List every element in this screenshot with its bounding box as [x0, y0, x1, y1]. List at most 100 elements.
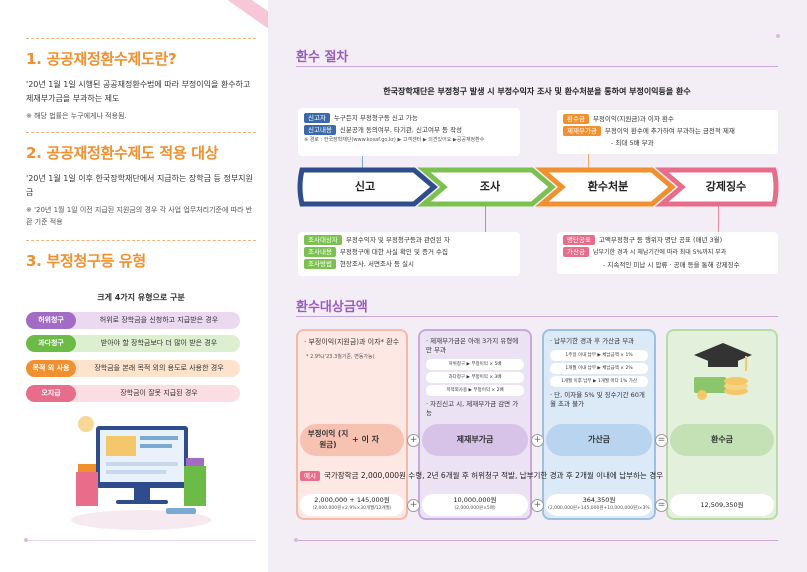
equals-icon: = [655, 499, 668, 512]
dispose-extra: - 최대 5배 부과 [611, 139, 654, 147]
type-row: 허위청구 허위로 장학금을 신청하고 지급받은 경우 [26, 312, 240, 329]
type-tag: 과다청구 [26, 335, 76, 352]
plus-icon: + [531, 499, 544, 512]
step-report: 신고 [354, 180, 376, 193]
plus-icon: + [531, 434, 544, 447]
additional-row: 1개월 이내 납부 ▶ 체납금액 × 2% [550, 363, 648, 374]
plus-icon: + [407, 499, 420, 512]
pill-penalty: 제재부가금 [422, 424, 528, 456]
section-divider [26, 240, 256, 241]
investigate-label: 조사내용 [304, 247, 336, 257]
investigate-text: 부정청구에 대한 사실 확인 및 증거 수집 [339, 248, 448, 256]
enforce-label: 가산금 [563, 247, 589, 257]
section2-note: ※ '20년 1월 1일 이전 지급된 지원금의 경우 각 사업 업무처리기준에… [26, 206, 253, 226]
section1-body: '20년 1월 1일 시행된 공공재정환수법에 따라 부정이익을 환수하고 제재… [26, 80, 251, 103]
types-heading: 크게 4가지 유형으로 구분 [97, 293, 185, 302]
card-additional-extra: · 단, 이자율 5% 및 징수기간 60개월 초과 불가 [550, 391, 645, 408]
section1-title: 1. 공공재정환수제도란? [26, 50, 177, 68]
bottom-dot [24, 538, 28, 542]
result-main: 364,350원 [582, 496, 616, 504]
result-sub: (2,000,000원×2.9%×30개월/12개월) [312, 506, 392, 511]
additional-row: 1주일 이내 납부 ▶ 체납금액 × 1% [550, 350, 648, 361]
result-principal: 2,000,000 + 145,000원 (2,000,000원×2.9%×30… [300, 494, 404, 516]
enforce-label: 명단공표 [563, 235, 595, 245]
section-divider [26, 38, 256, 39]
penalty-row: 목적외사용 ▶ 부정이익 × 2배 [426, 385, 524, 396]
type-desc: 장학금이 잘못 지급된 경우 [120, 389, 198, 397]
pill-interest-label: + 이 자 [352, 435, 379, 444]
card-penalty-text: · 제재부가금은 아래 3가지 유형에만 부과 [426, 337, 519, 354]
report-text: 신분공개 동의여부, 타기관, 신고여부 등 작성 [339, 126, 463, 134]
enforce-text: 납부기한 경과 시 체납기간에 따라 최대 5%까지 부과 [592, 249, 727, 256]
example-text: 국가장학금 2,000,000원 수령, 2년 6개월 후 허위청구 적발, 납… [323, 471, 663, 480]
bottom-line-right [296, 540, 778, 541]
plus-icon: + [407, 434, 420, 447]
connector [718, 204, 719, 234]
card-principal-note: * 2.9%('23.3월기준, 변동가능) [306, 354, 375, 360]
result-sub: (2,000,000원+145,000원+10,000,000원)×3% [548, 506, 650, 511]
top-dot [776, 34, 780, 38]
result-additional: 364,350원 (2,000,000원+145,000원+10,000,000… [546, 494, 652, 516]
section1-note: ※ 해당 법률은 누구에게나 적용됨. [26, 112, 127, 120]
dispose-text: 부정이익 환수에 추가하여 부과하는 금전적 제재 [604, 127, 735, 135]
section2-title: 2. 공공재정환수제도 적용 대상 [26, 144, 219, 162]
enforce-extra: - 지속적인 미납 시 압류 · 공매 등을 통해 강제징수 [603, 261, 740, 269]
investigate-text: 부정수익자 및 부정청구등과 관련된 자 [345, 236, 450, 244]
type-row: 오지급 장학금이 잘못 지급된 경우 [26, 385, 240, 402]
section-divider [26, 132, 256, 133]
pill-total: 환수금 [670, 424, 774, 456]
dispose-text: 부정이익(지원금)과 이자 환수 [592, 115, 674, 123]
study-illustration [71, 416, 211, 530]
type-desc: 받아야 할 장학금보다 더 많이 받은 경우 [100, 339, 218, 347]
report-text: 누구든지 부정청구등 신고 가능 [333, 114, 418, 122]
equals-icon: = [655, 434, 668, 447]
penalty-row: 허위청구 ▶ 부정이익 × 5배 [426, 359, 524, 370]
type-row: 목적 외 사용 장학금을 본래 목적 외의 용도로 사용한 경우 [26, 360, 240, 377]
dispose-label: 환수금 [563, 114, 589, 124]
enforce-text: 고액부정청구 등 행위자 명단 공표 (매년 3월) [598, 236, 723, 244]
investigate-label: 조사대상자 [304, 235, 342, 245]
result-total: 12,509,350원 [670, 494, 774, 516]
dispose-label: 제재부가금 [563, 126, 601, 136]
investigate-label: 조사방법 [304, 259, 336, 269]
type-tag: 목적 외 사용 [26, 360, 76, 377]
section2-body: '20년 1월 1일 이후 한국장학재단에서 지급하는 장학금 등 정부지원금 [26, 174, 253, 197]
type-desc: 장학금을 본래 목적 외의 용도로 사용한 경우 [94, 364, 224, 372]
bottom-line [26, 540, 256, 541]
connector [362, 156, 363, 170]
investigate-text: 현장조사, 서면조사 등 실시 [339, 260, 414, 268]
report-label: 신고내용 [304, 125, 336, 135]
card-additional-text: · 납부기한 경과 후 가산금 부과 [550, 337, 635, 345]
penalty-row: 과다청구 ▶ 부정이익 × 3배 [426, 372, 524, 383]
connector [588, 154, 589, 170]
example-tag: 예시 [300, 471, 320, 481]
pill-additional: 가산금 [546, 424, 652, 456]
result-main: 2,000,000 + 145,000원 [314, 496, 390, 504]
amount-title: 환수대상금액 [296, 300, 368, 315]
card-penalty-extra: · 자진신고 시, 제재부가금 감면 가능 [426, 400, 519, 417]
process-subtitle: 한국장학재단은 부정청구 발생 시 부정수익자 조사 및 환수처분을 통하여 부… [383, 87, 691, 96]
pill-principal-label: 부정이익 (지원금) [307, 429, 349, 449]
pill-principal: 부정이익 (지원금) + 이 자 [300, 424, 404, 456]
process-title: 환수 절차 [296, 50, 349, 65]
type-tag: 허위청구 [26, 312, 76, 329]
type-tag: 오지급 [26, 385, 76, 402]
step-investigate: 조사 [479, 180, 501, 193]
additional-row: 1개월 이후 납부 ▶ 1개월 마다 1% 가산 [550, 376, 648, 387]
section3-title: 3. 부정청구등 유형 [26, 252, 146, 270]
type-row: 과다청구 받아야 할 장학금보다 더 많이 받은 경우 [26, 335, 240, 352]
money-icon [694, 343, 752, 400]
type-desc: 허위로 장학금을 신청하고 지급받은 경우 [99, 316, 219, 324]
